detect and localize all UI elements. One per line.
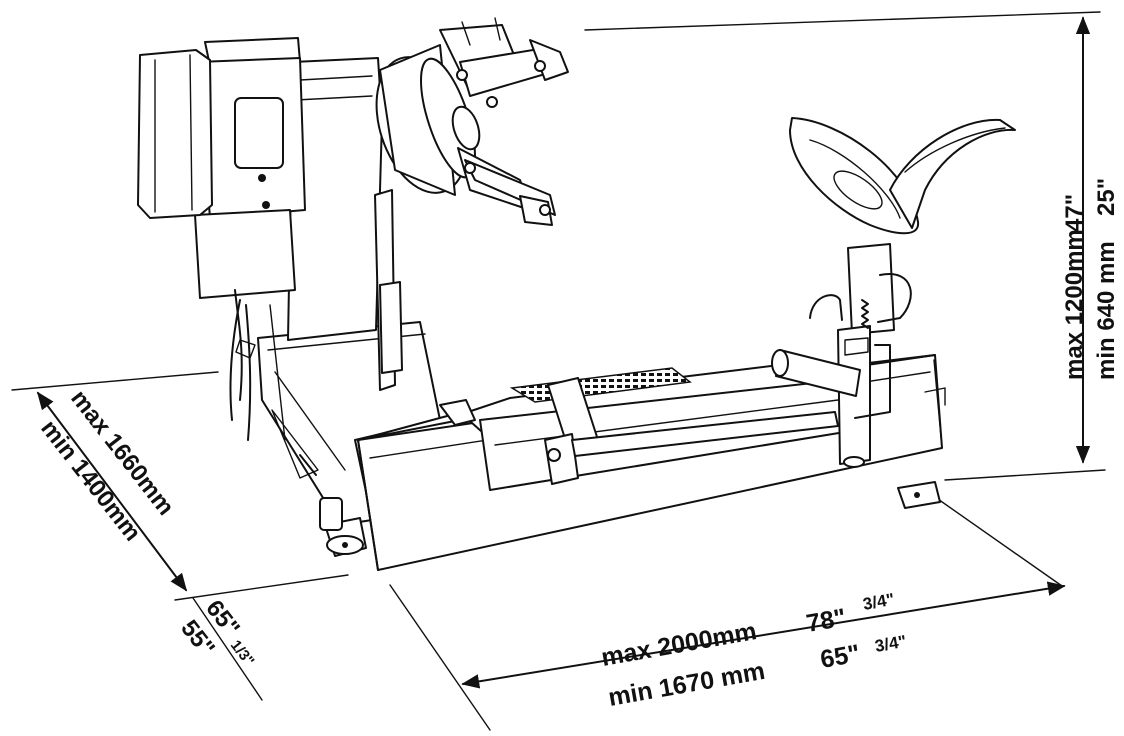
- length-right-extension-line: [934, 496, 1063, 587]
- column: [269, 57, 403, 441]
- width-inch-divider-line: [192, 597, 263, 701]
- bead-breaker-tool: [889, 118, 1016, 229]
- chuck: [375, 17, 569, 226]
- dimension-lines: [11, 11, 1106, 731]
- height-min-label: min 640 mm: [1093, 241, 1120, 380]
- width-dimension-arrow: [36, 391, 188, 592]
- height-bottom-extension-line: [944, 469, 1106, 481]
- width-front-extension-line: [174, 574, 349, 601]
- length-left-extension-line: [389, 584, 491, 731]
- length-min-inch-label: 65": [818, 639, 862, 673]
- length-dimension-arrow: [461, 581, 1066, 689]
- height-max-inch-label: 47": [1061, 194, 1088, 232]
- width-max-frac-label: 1/3": [227, 637, 258, 670]
- length-max-inch-label: 78": [804, 603, 848, 637]
- height-max-label: max 1200mm: [1061, 229, 1088, 380]
- bead-breaker-disc: [789, 117, 920, 235]
- length-max-frac-label: 3/4": [861, 590, 896, 614]
- motor-housing: [137, 37, 306, 441]
- height-top-extension-line: [584, 11, 1101, 31]
- length-min-frac-label: 3/4": [873, 632, 908, 656]
- sliding-carriage: [439, 359, 846, 491]
- height-min-inch-label: 25": [1093, 178, 1120, 216]
- motor: [137, 49, 213, 219]
- machine-illustration: [137, 17, 1016, 571]
- bead-breaker-arm: [771, 117, 1016, 468]
- width-back-extension-line: [11, 371, 219, 391]
